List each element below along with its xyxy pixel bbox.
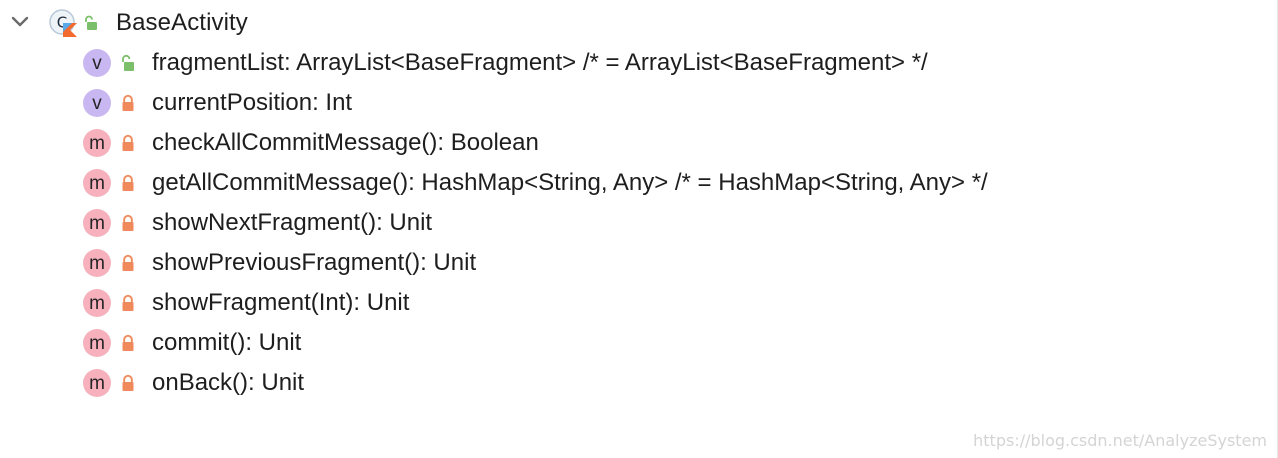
method-icon: m — [83, 169, 111, 197]
open-lock-icon — [120, 54, 136, 72]
method-icon: m — [83, 209, 111, 237]
member-row[interactable]: m onBack(): Unit — [0, 365, 1240, 401]
lock-icon — [120, 334, 136, 352]
chevron-down-icon[interactable] — [10, 14, 30, 30]
method-icon: m — [83, 329, 111, 357]
class-name-label: BaseActivity — [116, 9, 248, 36]
member-row[interactable]: m commit(): Unit — [0, 325, 1240, 361]
member-row[interactable]: v currentPosition: Int — [0, 85, 1240, 121]
lock-icon — [120, 134, 136, 152]
kotlin-class-icon: C — [48, 8, 78, 38]
member-label: fragmentList: ArrayList<BaseFragment> /*… — [152, 49, 928, 76]
member-label: showPreviousFragment(): Unit — [152, 249, 477, 276]
lock-icon — [120, 374, 136, 392]
member-label: onBack(): Unit — [152, 369, 305, 396]
watermark: https://blog.csdn.net/AnalyzeSystem — [973, 431, 1267, 450]
member-label: currentPosition: Int — [152, 89, 353, 116]
lock-icon — [120, 294, 136, 312]
lock-icon — [120, 254, 136, 272]
member-row[interactable]: v fragmentList: ArrayList<BaseFragment> /… — [0, 45, 1240, 81]
member-row[interactable]: m showNextFragment(): Unit — [0, 205, 1240, 241]
member-row[interactable]: m getAllCommitMessage(): HashMap<String, … — [0, 165, 1240, 201]
variable-icon: v — [83, 89, 111, 117]
lock-icon — [120, 214, 136, 232]
open-lock-icon — [83, 15, 99, 31]
lock-icon — [120, 174, 136, 192]
member-label: showFragment(Int): Unit — [152, 289, 410, 316]
method-icon: m — [83, 129, 111, 157]
member-label: showNextFragment(): Unit — [152, 209, 433, 236]
member-row[interactable]: m showPreviousFragment(): Unit — [0, 245, 1240, 281]
method-icon: m — [83, 289, 111, 317]
class-letter: C — [57, 14, 67, 32]
variable-icon: v — [83, 49, 111, 77]
member-label: commit(): Unit — [152, 329, 302, 356]
method-icon: m — [83, 249, 111, 277]
member-row[interactable]: m checkAllCommitMessage(): Boolean — [0, 125, 1240, 161]
tree-root-row[interactable]: C BaseActivity — [0, 5, 1240, 41]
member-row[interactable]: m showFragment(Int): Unit — [0, 285, 1240, 321]
lock-icon — [120, 94, 136, 112]
member-label: getAllCommitMessage(): HashMap<String, A… — [152, 169, 988, 196]
member-label: checkAllCommitMessage(): Boolean — [152, 129, 539, 156]
method-icon: m — [83, 369, 111, 397]
